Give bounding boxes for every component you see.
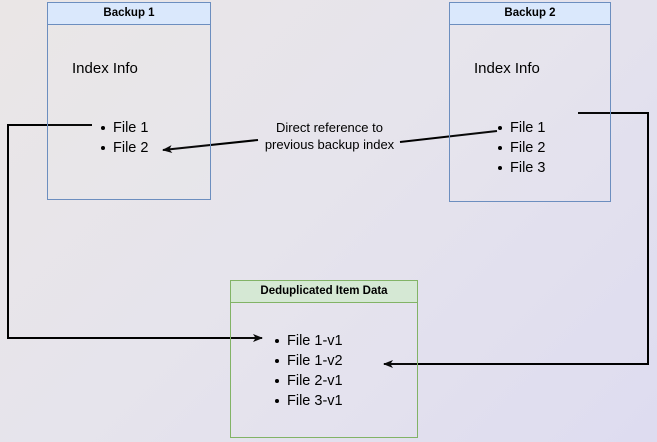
list-item: File 2 [496, 138, 545, 158]
annotation-line-1: Direct reference to [276, 120, 383, 135]
backup-1-box[interactable]: Backup 1 Index Info File 1 File 2 [47, 2, 211, 200]
backup-2-body: Index Info File 1 File 2 File 3 [450, 25, 610, 201]
list-item: File 1-v1 [273, 331, 343, 351]
deduplicated-item-data-header: Deduplicated Item Data [231, 281, 417, 303]
annotation-line-2: previous backup index [264, 137, 395, 152]
backup-1-body: Index Info File 1 File 2 [48, 25, 210, 199]
deduplicated-item-list: File 1-v1 File 1-v2 File 2-v1 File 3-v1 [273, 331, 343, 411]
list-item: File 2-v1 [273, 371, 343, 391]
list-item: File 1 [99, 118, 148, 138]
backup-2-file-list: File 1 File 2 File 3 [496, 118, 545, 178]
list-item: File 1-v2 [273, 351, 343, 371]
backup-1-file-list: File 1 File 2 [99, 118, 148, 158]
backup-2-box[interactable]: Backup 2 Index Info File 1 File 2 File 3 [449, 2, 611, 202]
backup-1-index-info-label: Index Info [72, 60, 138, 77]
deduplicated-item-data-box[interactable]: Deduplicated Item Data File 1-v1 File 1-… [230, 280, 418, 438]
list-item: File 3-v1 [273, 391, 343, 411]
backup-1-header: Backup 1 [48, 3, 210, 25]
list-item: File 2 [99, 138, 148, 158]
backup-2-header: Backup 2 [450, 3, 610, 25]
backup-2-index-info-label: Index Info [474, 60, 540, 77]
direct-reference-annotation: Direct reference to previous backup inde… [247, 119, 412, 153]
deduplicated-item-data-body: File 1-v1 File 1-v2 File 2-v1 File 3-v1 [231, 303, 417, 437]
list-item: File 1 [496, 118, 545, 138]
list-item: File 3 [496, 158, 545, 178]
